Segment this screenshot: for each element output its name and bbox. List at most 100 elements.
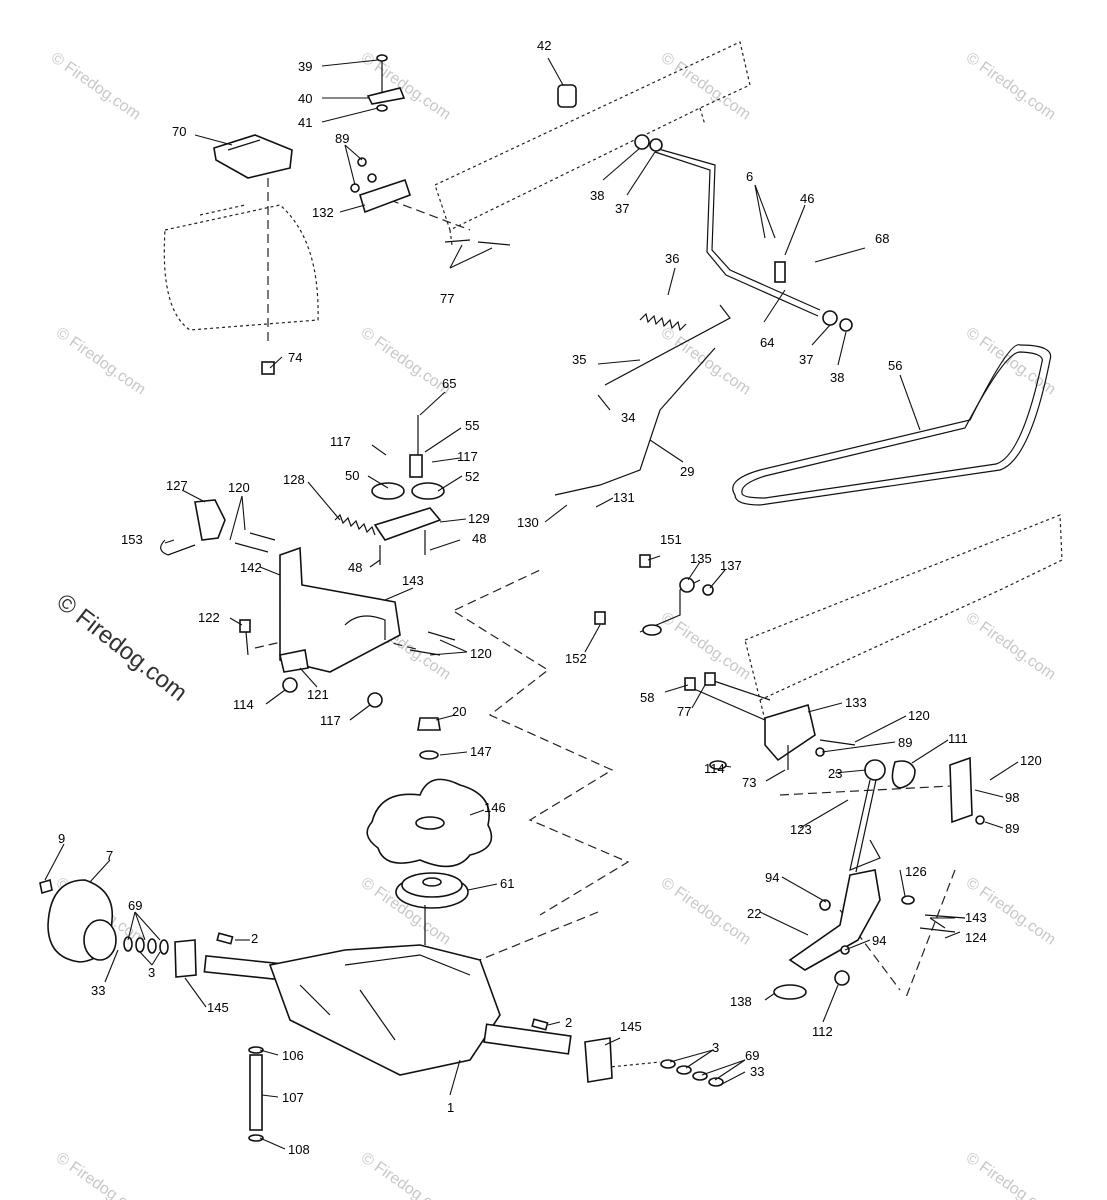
label-120: 120 xyxy=(228,480,250,495)
bracket-145-left xyxy=(174,939,197,978)
label-122: 122 xyxy=(198,610,220,625)
label-98: 98 xyxy=(1005,790,1019,805)
label-133: 133 xyxy=(845,695,867,710)
hardware-73-114-89 xyxy=(709,739,856,770)
label-135: 135 xyxy=(690,551,712,566)
label-143: 143 xyxy=(402,573,424,588)
label-145b: 145 xyxy=(620,1019,642,1034)
label-89c: 89 xyxy=(1005,821,1019,836)
watermark: © Firedog.com xyxy=(658,324,754,398)
upper-frame-rail xyxy=(434,41,751,246)
label-38b: 38 xyxy=(830,370,844,385)
label-64: 64 xyxy=(760,335,774,350)
label-56: 56 xyxy=(888,358,902,373)
label-142: 142 xyxy=(240,560,262,575)
label-123: 123 xyxy=(790,822,812,837)
fender-outline xyxy=(163,204,319,331)
pedal-lever-123 xyxy=(849,759,916,873)
label-39: 39 xyxy=(298,59,312,74)
label-74: 74 xyxy=(288,350,302,365)
label-61: 61 xyxy=(500,876,514,891)
bracket-127 xyxy=(160,499,226,556)
label-38: 38 xyxy=(590,188,604,203)
rod-29 xyxy=(554,347,716,496)
rod-107 xyxy=(248,1046,264,1142)
label-2: 2 xyxy=(251,931,258,946)
bolts-77-top xyxy=(444,239,511,246)
label-152: 152 xyxy=(565,651,587,666)
label-129: 129 xyxy=(468,511,490,526)
label-48b: 48 xyxy=(348,560,362,575)
watermark: © Firedog.com xyxy=(48,49,144,123)
label-112: 112 xyxy=(812,1024,833,1039)
watermark-large: © Firedog.com xyxy=(51,588,192,706)
bracket-145-right xyxy=(584,1037,613,1083)
bracket-132 xyxy=(350,157,412,214)
label-120c: 120 xyxy=(908,708,930,723)
label-37: 37 xyxy=(615,201,629,216)
belt-56 xyxy=(732,344,1052,506)
keys-2 xyxy=(216,932,549,1031)
label-146: 146 xyxy=(484,800,506,815)
label-46: 46 xyxy=(800,191,814,206)
label-36: 36 xyxy=(665,251,679,266)
label-89b: 89 xyxy=(898,735,912,750)
label-42: 42 xyxy=(537,38,551,53)
hub-7 xyxy=(39,878,117,963)
watermark: © Firedog.com xyxy=(53,324,149,398)
label-132: 132 xyxy=(312,205,334,220)
pulley-61 xyxy=(395,872,469,945)
label-138: 138 xyxy=(730,994,752,1009)
label-65: 65 xyxy=(442,376,456,391)
label-52: 52 xyxy=(465,469,479,484)
label-77: 77 xyxy=(440,291,454,306)
label-22: 22 xyxy=(747,906,761,921)
spring-128 xyxy=(334,513,376,536)
label-107: 107 xyxy=(282,1090,304,1105)
watermark: © Firedog.com xyxy=(53,1149,149,1200)
label-37b: 37 xyxy=(799,352,813,367)
label-20: 20 xyxy=(452,704,466,719)
cover-70 xyxy=(213,134,293,179)
bracket-98 xyxy=(949,756,985,825)
washers-left xyxy=(123,936,169,955)
label-89: 89 xyxy=(335,131,349,146)
label-55: 55 xyxy=(465,418,479,433)
bolt-74 xyxy=(261,361,275,375)
watermark: © Firedog.com xyxy=(358,1149,454,1200)
label-143b: 143 xyxy=(965,910,987,925)
rod-35 xyxy=(604,304,731,386)
label-73: 73 xyxy=(742,775,756,790)
label-7: 7 xyxy=(106,848,113,863)
label-131: 131 xyxy=(613,490,635,505)
label-33b: 33 xyxy=(750,1064,764,1079)
watermark: © Firedog.com xyxy=(358,324,454,398)
label-3b: 3 xyxy=(712,1040,719,1055)
leader-lines xyxy=(44,57,1019,1150)
label-147: 147 xyxy=(470,744,492,759)
label-124: 124 xyxy=(965,930,987,945)
label-94: 94 xyxy=(765,870,779,885)
label-34: 34 xyxy=(621,410,635,425)
label-117: 117 xyxy=(457,449,478,464)
label-106: 106 xyxy=(282,1048,304,1063)
label-41: 41 xyxy=(298,115,312,130)
sleeve-42 xyxy=(557,84,577,108)
label-58: 58 xyxy=(640,690,654,705)
label-126: 126 xyxy=(905,864,927,879)
fan-146 xyxy=(366,778,493,868)
label-68: 68 xyxy=(875,231,889,246)
nut-20-washer-147 xyxy=(417,717,441,760)
watermark: © Firedog.com xyxy=(963,49,1059,123)
label-1: 1 xyxy=(447,1100,454,1115)
pedal-arm-22 xyxy=(773,869,966,1000)
label-69b: 69 xyxy=(745,1048,759,1063)
label-120d: 120 xyxy=(1020,753,1042,768)
part-labels: 39 40 41 89 132 77 70 74 42 38 37 6 46 6… xyxy=(58,38,1042,1157)
label-94b: 94 xyxy=(872,933,886,948)
label-128: 128 xyxy=(283,472,305,487)
label-130: 130 xyxy=(517,515,539,530)
label-48: 48 xyxy=(472,531,486,546)
label-117b: 117 xyxy=(330,434,351,449)
